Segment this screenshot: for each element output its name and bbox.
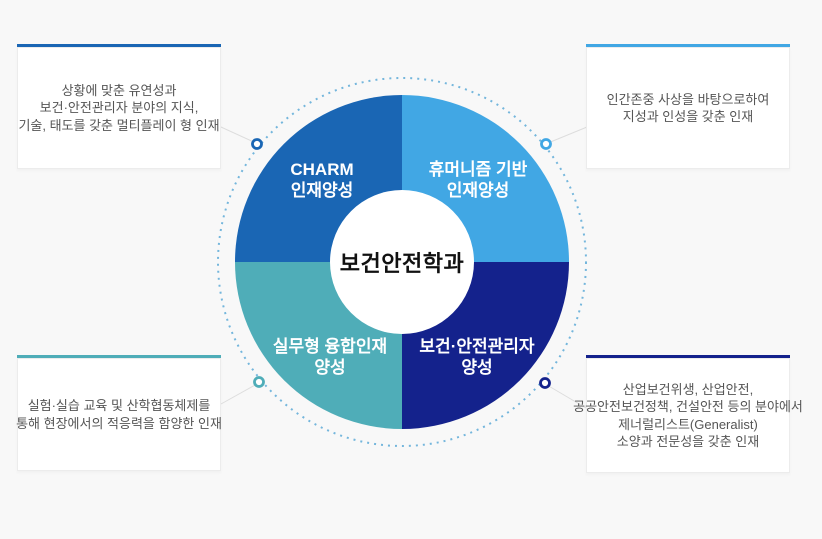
info-box-top-left: 상황에 맞춘 유연성과 보건·안전관리자 분야의 지식, 기술, 태도를 갖춘 … bbox=[17, 44, 221, 169]
info-box-top-right: 인간존중 사상을 바탕으로하여 지성과 인성을 갖춘 인재 bbox=[586, 44, 790, 169]
dotted-ring bbox=[217, 77, 587, 447]
info-box-line: 기술, 태도를 갖춘 멀티플레이 형 인재 bbox=[18, 117, 220, 133]
info-box-line: 산업보건위생, 산업안전, bbox=[622, 382, 754, 398]
connector-dot-top-right bbox=[540, 138, 552, 150]
info-box-line: 제너럴리스트(Generalist) bbox=[618, 416, 758, 432]
connector-dot-bottom-left bbox=[253, 376, 265, 388]
accent-bar bbox=[17, 355, 221, 358]
info-box-line: 소양과 전문성을 갖춘 인재 bbox=[616, 433, 760, 449]
info-box-line: 보건·안전관리자 분야의 지식, bbox=[39, 100, 199, 116]
connector-line-top-left bbox=[220, 126, 257, 144]
connector-line-bottom-right bbox=[546, 384, 587, 409]
center-circle bbox=[330, 190, 474, 334]
info-box-line: 상황에 맞춘 유연성과 bbox=[61, 83, 177, 99]
quadrant-label-humanism: 휴머니즘 기반 인재양성 bbox=[429, 159, 528, 202]
quadrant-label-line: 보건·안전관리자 bbox=[419, 336, 535, 356]
accent-bar bbox=[586, 355, 790, 358]
accent-bar bbox=[586, 44, 790, 47]
connector-dot-bottom-right bbox=[539, 377, 551, 389]
info-box-line: 공공안전보건정책, 건설안전 등의 분야에서 bbox=[573, 399, 803, 415]
quadrant-label-line: 인재양성 bbox=[446, 181, 510, 200]
quadrant-label-line: 휴머니즘 기반 bbox=[428, 159, 528, 179]
diagram-center-title: 보건안전학과 bbox=[339, 251, 465, 276]
info-box-bottom-left: 실험·실습 교육 및 산학협동체제를 통해 현장에서의 적응력을 함양한 인재 bbox=[16, 355, 222, 471]
info-box-text: 산업보건위생, 산업안전, 공공안전보건정책, 건설안전 등의 분야에서 제너럴… bbox=[573, 358, 803, 473]
info-box-line: 인간존중 사상을 바탕으로하여 bbox=[606, 91, 770, 107]
info-box-line: 실험·실습 교육 및 산학협동체제를 bbox=[27, 398, 211, 414]
info-box-text: 상황에 맞춘 유연성과 보건·안전관리자 분야의 지식, 기술, 태도를 갖춘 … bbox=[17, 47, 221, 169]
connector-line-top-right bbox=[547, 126, 588, 144]
quadrant-label-line: 실무형 융합인재 bbox=[272, 336, 388, 356]
info-box-line: 통해 현장에서의 적응력을 함양한 인재 bbox=[16, 415, 222, 431]
quadrant-label-charm: CHARM 인재양성 bbox=[290, 159, 353, 202]
quadrant-label-line: 양성 bbox=[314, 358, 346, 377]
info-box-bottom-right: 산업보건위생, 산업안전, 공공안전보건정책, 건설안전 등의 분야에서 제너럴… bbox=[573, 355, 803, 473]
info-box-text: 실험·실습 교육 및 산학협동체제를 통해 현장에서의 적응력을 함양한 인재 bbox=[16, 358, 222, 471]
quadrant-label-line: 양성 bbox=[461, 358, 493, 377]
quadrant-label-line: 인재양성 bbox=[290, 181, 354, 200]
info-box-line: 지성과 인성을 갖춘 인재 bbox=[622, 109, 754, 124]
accent-bar bbox=[17, 44, 221, 47]
quadrant-label-line: CHARM bbox=[290, 159, 354, 179]
connector-line-bottom-left bbox=[220, 383, 258, 405]
connector-dot-top-left bbox=[251, 138, 263, 150]
info-box-text: 인간존중 사상을 바탕으로하여 지성과 인성을 갖춘 인재 bbox=[586, 47, 790, 169]
quadrant-label-practical: 실무형 융합인재 양성 bbox=[273, 336, 387, 379]
quadrant-label-manager: 보건·안전관리자 양성 bbox=[419, 336, 534, 379]
